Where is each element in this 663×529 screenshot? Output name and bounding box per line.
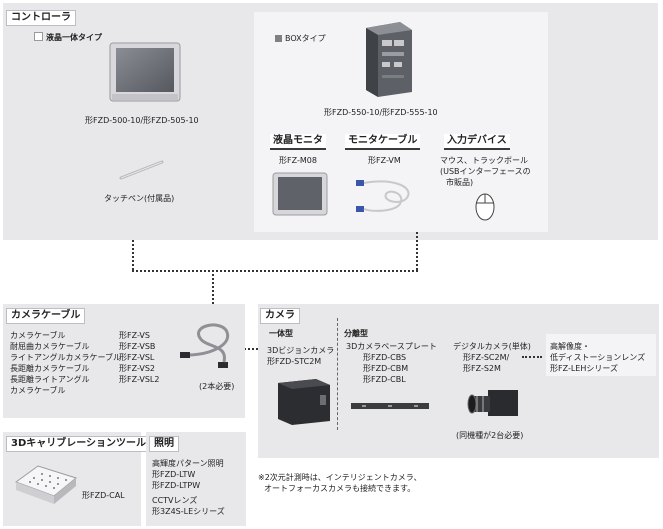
camera-cable-name-last: カメラケーブル xyxy=(10,386,66,395)
lens-line2: 低ディストーションレンズ xyxy=(550,353,646,362)
lcd-controller-image xyxy=(109,42,181,102)
mouse-image xyxy=(475,193,495,221)
digital-camera-title: デジタルカメラ(単体) xyxy=(453,342,531,351)
white-square-icon xyxy=(34,32,43,41)
monitor-cable-title: モニタケーブル xyxy=(345,134,421,150)
camera-cable-name-2: ライトアングルカメラケーブル xyxy=(10,353,121,362)
base-plate-image xyxy=(351,403,429,409)
camera-to-lens-connector xyxy=(522,356,542,358)
camera-panel xyxy=(258,304,659,458)
lcd-monitor-model: 形FZ-M08 xyxy=(279,156,317,165)
lighting-line-3: CCTVレンズ xyxy=(152,496,198,505)
integrated-camera-heading: 一体型 xyxy=(269,329,293,338)
lighting-line-0: 高輝度パターン照明 xyxy=(152,459,224,468)
integrated-model: 形FZD-500-10/形FZD-505-10 xyxy=(85,116,199,125)
camera-cable-names: カメラケーブル 耐屈曲カメラケーブル ライトアングルカメラケーブル 長距離カメラ… xyxy=(10,330,121,396)
camera-cable-title: カメラケーブル xyxy=(6,308,86,324)
monitor-cable-model: 形FZ-VM xyxy=(368,156,401,165)
camera-cable-models: 形FZ-VS 形FZ-VSB 形FZ-VSL 形FZ-VS2 形FZ-VSL2 xyxy=(119,330,159,385)
gray-square-icon xyxy=(275,35,282,42)
camera-cable-name-0: カメラケーブル xyxy=(10,331,66,340)
lighting-line-1: 形FZD-LTW xyxy=(152,470,196,479)
touch-pen-label: タッチペン(付属品) xyxy=(104,194,175,203)
lens-line3: 形FZ-LEHシリーズ xyxy=(550,364,618,373)
integrated-camera-line2: 形FZD-STC2M xyxy=(267,357,322,366)
camera-cable-model-3: 形FZ-VS2 xyxy=(119,364,155,373)
lighting-title: 照明 xyxy=(149,436,179,452)
separated-camera-heading: 分離型 xyxy=(344,329,368,338)
camera-cable-name-1: 耐屈曲カメラケーブル xyxy=(10,342,90,351)
input-device-line1: マウス、トラックボール xyxy=(440,156,528,165)
camera-cable-model-0: 形FZ-VS xyxy=(119,331,150,340)
touch-pen-image xyxy=(119,160,164,180)
connector-line-center-down xyxy=(212,270,214,304)
footnote-line2: オートフォーカスカメラも接続できます。 xyxy=(264,484,416,493)
connector-line-right-down xyxy=(416,232,418,270)
box-controller-image xyxy=(366,22,412,97)
camera-cable-model-4: 形FZ-VSL2 xyxy=(119,375,160,384)
base-plate-title: 3Dカメラベースプレート xyxy=(346,342,437,351)
connector-line-left-down xyxy=(132,240,134,270)
camera-cable-model-1: 形FZ-VSB xyxy=(119,342,156,351)
calibration-tool-image xyxy=(14,465,78,504)
calibration-model: 形FZD-CAL xyxy=(82,491,125,500)
camera-cable-note: (2本必要) xyxy=(199,382,235,391)
connector-line-horizontal xyxy=(132,270,418,272)
digital-camera-model-0: 形FZ-SC2M/ xyxy=(463,353,510,362)
box-model: 形FZD-550-10/形FZD-555-10 xyxy=(324,108,438,117)
lens-line1: 高解像度・ xyxy=(550,342,590,351)
box-type-heading: BOXタイプ xyxy=(275,33,326,44)
lighting-line-2: 形FZD-LTPW xyxy=(152,481,201,490)
lighting-line-4: 形3Z4S-LEシリーズ xyxy=(152,507,225,516)
connector-line-cable-to-camera xyxy=(240,348,258,350)
input-device-line3: 市販品) xyxy=(446,178,474,187)
base-plate-model-0: 形FZD-CBS xyxy=(363,353,407,362)
digital-camera-note: (同機種が2台必要) xyxy=(456,431,524,440)
calibration-title: 3Dキャリブレーションツール xyxy=(6,436,152,452)
base-plate-model-1: 形FZD-CBM xyxy=(363,364,409,373)
camera-title: カメラ xyxy=(260,308,300,324)
integrated-camera-line1: 3Dビジョンカメラ xyxy=(267,346,335,355)
camera-type-divider xyxy=(337,318,338,430)
camera-cable-name-4: 長距離ライトアングル xyxy=(10,375,90,384)
lcd-monitor-image xyxy=(272,172,328,216)
integrated-type-heading: 液晶一体タイプ xyxy=(34,32,102,43)
digital-camera-model-1: 形FZ-S2M xyxy=(463,364,501,373)
input-device-title: 入力デバイス xyxy=(444,134,510,150)
camera-cable-model-2: 形FZ-VSL xyxy=(119,353,155,362)
lens-box xyxy=(546,334,656,376)
camera-cable-image xyxy=(180,323,230,368)
lcd-monitor-title: 液晶モニタ xyxy=(270,134,326,150)
input-device-line2: (USBインターフェースの xyxy=(440,167,531,176)
digital-camera-image xyxy=(467,390,518,416)
footnote-line1: ※2次元計測時は、インテリジェントカメラ、 xyxy=(258,473,422,482)
base-plate-model-2: 形FZD-CBL xyxy=(363,375,406,384)
camera-cable-name-3: 長距離カメラケーブル xyxy=(10,364,90,373)
controller-title: コントローラ xyxy=(6,10,76,26)
3d-vision-camera-image xyxy=(278,379,330,425)
monitor-cable-image xyxy=(356,180,410,212)
